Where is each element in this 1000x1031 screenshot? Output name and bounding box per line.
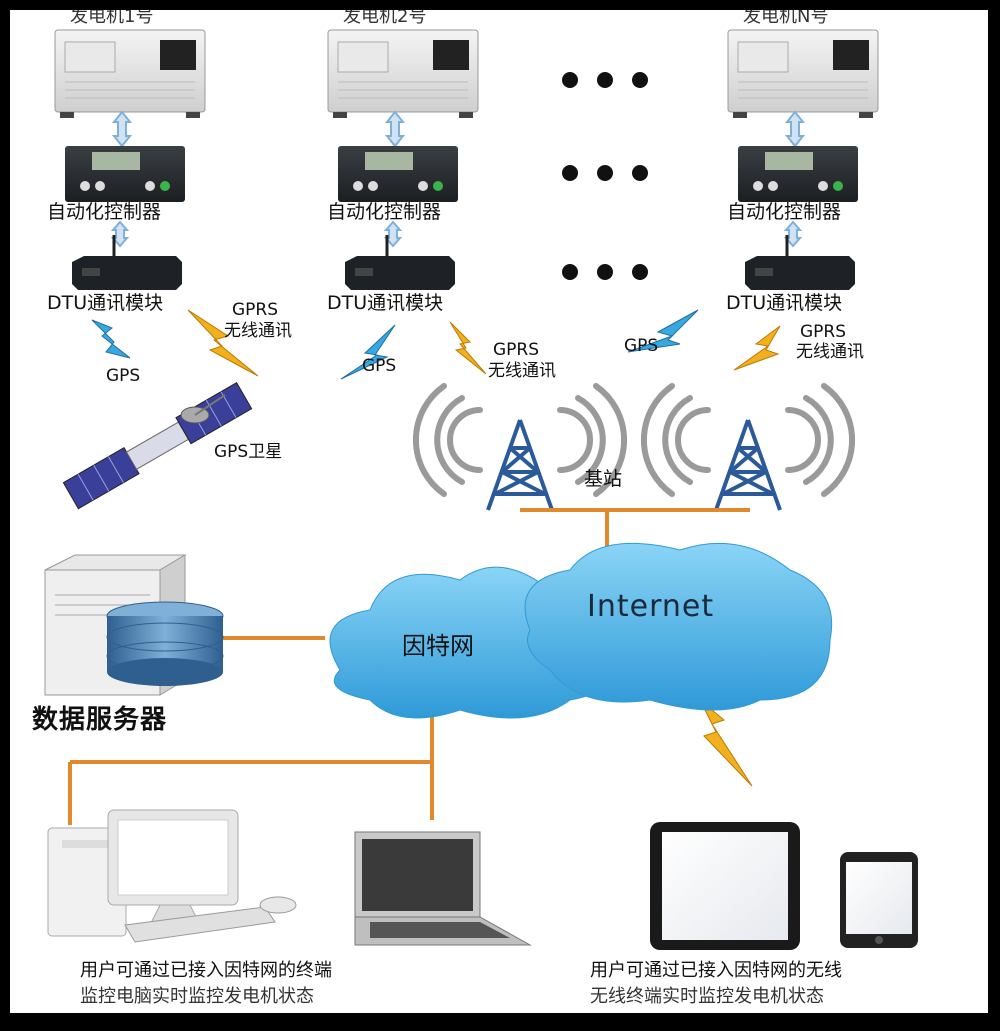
controllers <box>65 146 858 202</box>
laptop <box>354 831 532 946</box>
diagram-canvas: 发电机1号 发电机2号 发电机N号 自动化控制器 自动化控制器 自动化控制器 D… <box>10 10 988 1013</box>
gprs-label-right: GPRS <box>800 322 847 342</box>
generator-1 <box>54 29 206 118</box>
diagram-graphics <box>44 29 918 950</box>
caption-wireless-line2: 无线终端实时监控发电机状态 <box>590 986 824 1007</box>
internet-label: Internet <box>587 589 715 624</box>
cloud-internet-front <box>524 542 833 711</box>
gps-label-3: GPS <box>624 336 659 356</box>
wireless-label-left: 无线通讯 <box>224 321 292 341</box>
lightning-gps-3 <box>627 309 699 353</box>
base-station-label: 基站 <box>584 468 623 490</box>
generator-2 <box>327 29 479 118</box>
lightning-gps-2 <box>340 324 396 380</box>
gps-label-2: GPS <box>362 356 397 376</box>
lightning-gprs-1 <box>187 309 259 377</box>
tower-right <box>714 419 782 511</box>
gps-satellite-label: GPS卫星 <box>214 442 283 462</box>
data-server-label: 数据服务器 <box>32 705 168 735</box>
arrows-gen-ctrl <box>111 110 806 148</box>
dtu-modules <box>72 235 855 290</box>
generator-n-title: 发电机N号 <box>743 10 829 27</box>
caption-wireless-line1: 用户可通过已接入因特网的无线 <box>590 960 842 981</box>
base-station-left <box>413 383 627 497</box>
cloud-label: 因特网 <box>402 632 474 660</box>
lightning-gps-1 <box>91 319 131 359</box>
dtu-1-label: DTU通讯模块 <box>47 292 164 314</box>
generator-2-title: 发电机2号 <box>343 10 427 27</box>
smartphone <box>840 852 918 948</box>
lightning-gprs-2 <box>449 321 487 375</box>
generator-n <box>727 29 879 118</box>
desktop-pc <box>47 809 297 943</box>
dtu-n-label: DTU通讯模块 <box>726 292 843 314</box>
wireless-label-right: 无线通讯 <box>796 342 864 362</box>
arrows-ctrl-dtu <box>110 220 803 248</box>
lightning-gprs-3 <box>733 325 781 371</box>
generator-1-title: 发电机1号 <box>70 10 154 27</box>
gps-satellite <box>62 381 253 510</box>
caption-terminal-line1: 用户可通过已接入因特网的终端 <box>80 960 332 981</box>
controller-2-label: 自动化控制器 <box>327 201 442 223</box>
gps-label-1: GPS <box>106 366 141 386</box>
tower-left <box>486 419 554 511</box>
gprs-label-left: GPRS <box>232 300 279 320</box>
data-server <box>44 554 224 696</box>
controller-1-label: 自动化控制器 <box>47 201 162 223</box>
wireless-label-mid: 无线通讯 <box>488 361 556 381</box>
ellipsis-dots <box>562 72 648 280</box>
controller-n-label: 自动化控制器 <box>727 201 842 223</box>
tablet <box>650 822 800 950</box>
dtu-2-label: DTU通讯模块 <box>327 292 444 314</box>
caption-terminal-line2: 监控电脑实时监控发电机状态 <box>80 986 314 1007</box>
lightning-wireless <box>699 699 753 787</box>
gprs-label-mid: GPRS <box>493 340 540 360</box>
base-station-right <box>641 383 855 497</box>
